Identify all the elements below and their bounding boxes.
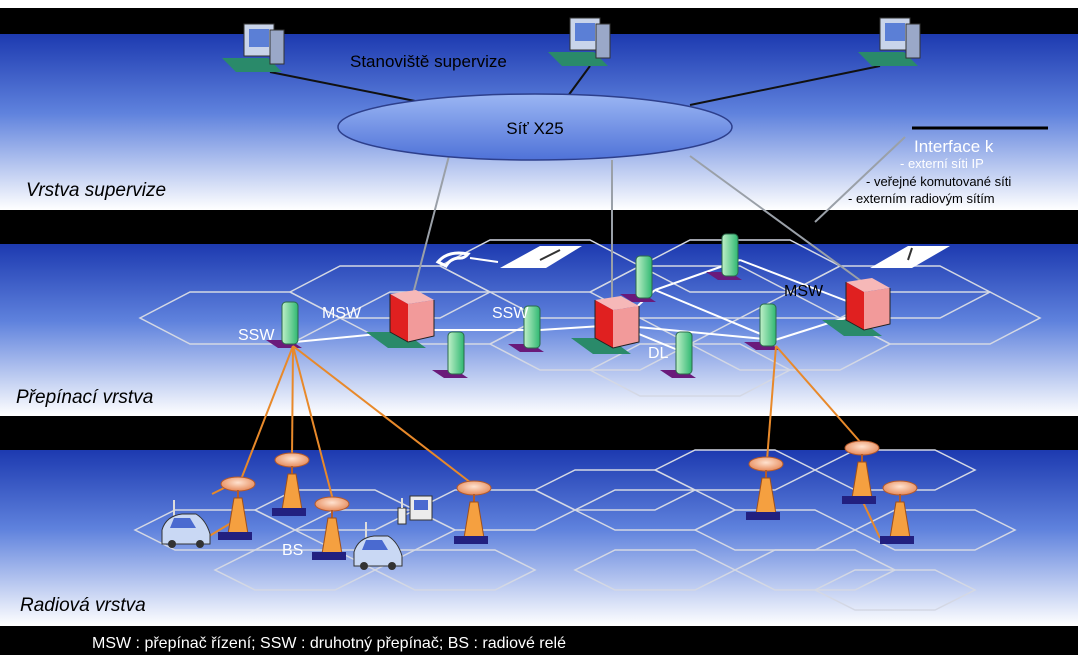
ssw-tower [744, 303, 780, 350]
msw-left-label: MSW [322, 305, 362, 322]
bs-label: BS [282, 542, 303, 559]
ssw-tower [508, 305, 544, 352]
base-station-icon [454, 480, 492, 544]
x25-network-label: Síť X25 [506, 119, 563, 138]
base-station-icon [218, 476, 256, 540]
msw-right-label: MSW [784, 283, 824, 300]
layer-label-radio: Radiová vrstva [20, 595, 146, 616]
base-station-icon [272, 452, 310, 516]
ssw-tower [660, 331, 696, 378]
plate-link [539, 249, 561, 261]
layer-label-supervision: Vrstva supervize [26, 180, 166, 201]
computer-icon [222, 23, 285, 72]
band-dark-2 [0, 210, 1078, 244]
base-station-icon [746, 456, 784, 520]
base-station-icon [842, 440, 880, 504]
ssw-tower [706, 233, 742, 280]
ssw-tower [432, 331, 468, 378]
portable-terminal-icon [397, 495, 433, 525]
ssw-left-label: SSW [238, 327, 275, 344]
car-terminal-icon [161, 500, 211, 548]
dl-label: DL [648, 345, 669, 362]
msw-cube [366, 290, 435, 348]
computer-icon [548, 17, 611, 66]
x25-network-ellipse [337, 93, 733, 161]
interface-item-radio: - externím radiovým sítím [848, 191, 995, 206]
base-station-icon [880, 480, 918, 544]
network-links [411, 136, 906, 300]
supervision-site-label: Stanoviště supervize [350, 52, 507, 71]
band-dark-3 [0, 416, 1078, 450]
ssw-tower [620, 255, 656, 302]
external-interface-plate [500, 246, 582, 268]
radio-links [205, 345, 881, 539]
legend-text: MSW : přepínač řízení; SSW : druhotný př… [92, 635, 566, 652]
ssw-mid-label: SSW [492, 305, 529, 322]
interface-item-ip: - externí síti IP [900, 156, 984, 171]
telephone-icon [435, 251, 499, 268]
msw-cube [822, 278, 891, 336]
computer-icon [858, 17, 921, 66]
base-station-icon [312, 496, 350, 560]
plate-link [907, 247, 913, 261]
band-legend [0, 626, 1078, 655]
interface-item-pstn: - veřejné komutované síti [866, 174, 1011, 189]
msw-cube [571, 296, 640, 354]
interface-title: Interface k [914, 137, 994, 156]
car-terminal-icon [353, 522, 403, 570]
layer-label-switching: Přepínací vrstva [16, 387, 153, 408]
